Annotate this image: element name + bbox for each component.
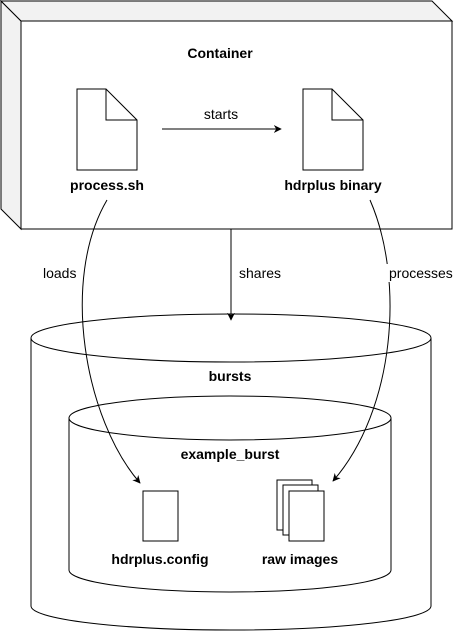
example-burst-label: example_burst (181, 446, 280, 462)
container-title: Container (187, 45, 253, 61)
shares-label: shares (239, 265, 281, 281)
shares-label-bg (234, 264, 284, 282)
bursts-label: bursts (209, 368, 252, 384)
processes-arrow (332, 199, 391, 482)
raw-images-label: raw images (262, 551, 338, 567)
hdrplus-config-label: hdrplus.config (111, 551, 208, 567)
hdrplus-config-document-icon (142, 490, 179, 542)
processes-label: processes (389, 265, 453, 281)
hdrplus-binary-label: hdrplus binary (284, 177, 381, 193)
starts-label: starts (204, 106, 238, 122)
hdrplus-binary-file-icon (302, 88, 364, 171)
loads-arrow (81, 199, 141, 484)
loads-label: loads (43, 265, 76, 281)
loads-label-bg (40, 264, 80, 282)
process-sh-file-icon (76, 88, 138, 171)
raw-images-documents-icon (276, 479, 325, 542)
process-sh-label: process.sh (70, 177, 144, 193)
processes-label-bg (386, 264, 454, 282)
example-burst-volume-cylinder (68, 395, 392, 593)
